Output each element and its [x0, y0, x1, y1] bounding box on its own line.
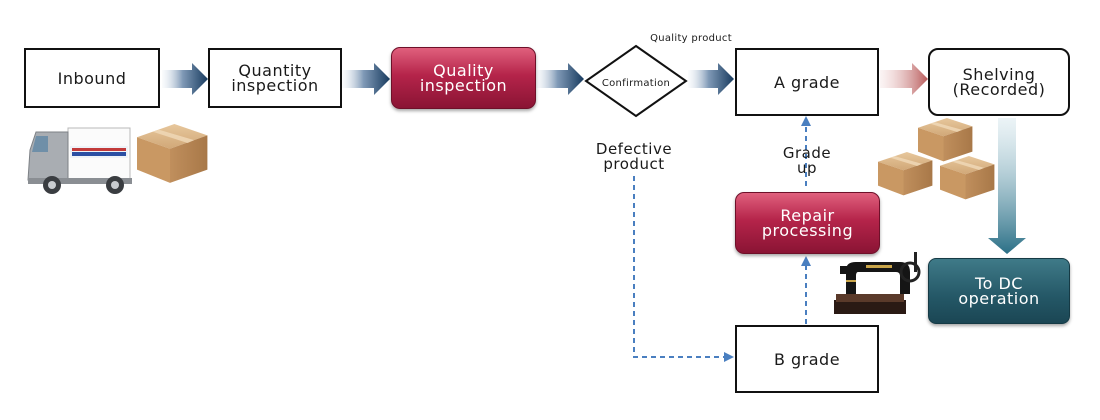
node-quality-inspection-label: Quality inspection [419, 61, 508, 95]
node-quantity-inspection: Quantity inspection [208, 48, 342, 108]
arrow-confirmation-to-agrade [688, 63, 734, 95]
arrow-quantity-to-quality [342, 63, 390, 95]
node-to-dc-operation-label: To DC operation [958, 274, 1040, 308]
node-shelving: Shelving (Recorded) [928, 48, 1070, 116]
arrow-shelving-to-dc [988, 118, 1026, 254]
edge-label-grade-up: Grade up [782, 144, 832, 177]
delivery-truck-icon [27, 127, 132, 194]
node-inbound: Inbound [24, 48, 160, 108]
node-quality-inspection: Quality inspection [391, 47, 536, 109]
node-b-grade-label: B grade [773, 349, 841, 369]
node-to-dc-operation: To DC operation [928, 258, 1070, 324]
node-inbound-label: Inbound [57, 68, 127, 88]
edge-label-quality-product: Quality product [650, 33, 732, 44]
node-repair-processing-label: Repair processing [761, 206, 854, 240]
box-stack-icon [878, 118, 995, 200]
cardboard-box-icon [137, 124, 208, 183]
arrow-quality-to-confirmation [536, 63, 584, 95]
confirmation-diamond [584, 44, 688, 118]
node-repair-processing: Repair processing [735, 192, 880, 254]
sewing-machine-icon [834, 252, 921, 314]
node-a-grade-label: A grade [773, 72, 841, 92]
edge-label-defective-product: Defective product [595, 140, 673, 173]
node-b-grade: B grade [735, 325, 879, 393]
node-a-grade: A grade [735, 48, 879, 116]
node-shelving-label: Shelving (Recorded) [952, 65, 1046, 99]
node-confirmation-label: Confirmation [601, 78, 671, 89]
arrow-inbound-to-quantity [162, 63, 208, 95]
arrow-agrade-to-shelving [880, 63, 928, 95]
node-quantity-inspection-label: Quantity inspection [231, 61, 319, 95]
dashed-defective-to-bgrade [633, 176, 726, 358]
